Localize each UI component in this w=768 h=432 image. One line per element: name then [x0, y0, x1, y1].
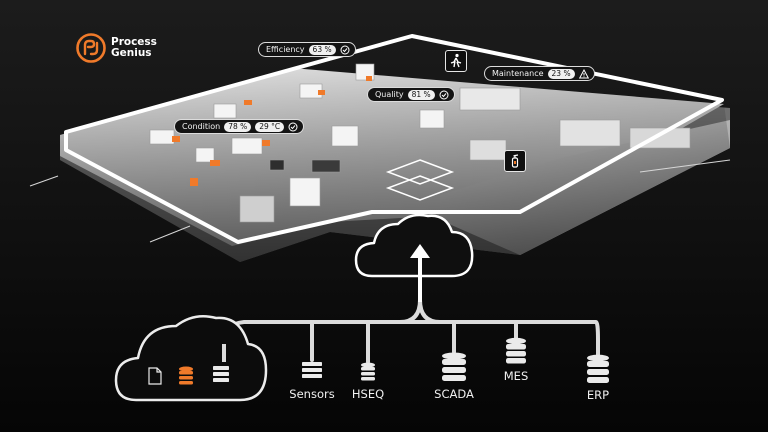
- condition-temperature: 29 °C: [255, 121, 285, 132]
- check-circle-icon: [340, 45, 350, 54]
- machine-dark-block: [269, 159, 285, 171]
- quality-label: Quality: [375, 90, 404, 99]
- brand-logo: Process Genius: [76, 33, 157, 63]
- erp-database-icon: [587, 354, 609, 383]
- check-circle-icon: [439, 90, 449, 99]
- flow-join-left: [398, 298, 422, 324]
- accent-part: [190, 178, 198, 186]
- efficiency-tag[interactable]: Efficiency 63 %: [258, 42, 356, 57]
- maintenance-label: Maintenance: [492, 69, 544, 78]
- dimension-arrow: [29, 175, 59, 187]
- brand-name-line1: Process: [111, 36, 157, 48]
- condition-label: Condition: [182, 122, 221, 131]
- dimension-arrow: [639, 159, 731, 173]
- source-label-sensors: Sensors: [289, 387, 335, 401]
- condition-value: 78 %: [224, 121, 252, 132]
- machine-dark-block: [311, 159, 341, 173]
- machine-block: [149, 129, 175, 145]
- machine-block: [559, 119, 621, 147]
- dimension-lines: [29, 159, 731, 243]
- layer-top: [385, 159, 455, 185]
- upload-layers-icon: [385, 159, 455, 201]
- source-label-erp: ERP: [586, 388, 610, 402]
- accent-part: [210, 160, 220, 166]
- cloud-lower-icon: [114, 315, 268, 402]
- zone-outline: [64, 34, 724, 244]
- machine-block: [331, 125, 359, 147]
- process-genius-logo-icon: [76, 33, 106, 63]
- quality-tag[interactable]: Quality 81 %: [367, 87, 455, 102]
- machine-block: [419, 109, 445, 129]
- flow-join-right: [418, 298, 442, 324]
- machine-block: [231, 137, 263, 155]
- maintenance-tag[interactable]: Maintenance 23 %: [484, 66, 595, 81]
- dimension-arrow: [149, 225, 191, 243]
- condition-tag[interactable]: Condition 78 % 29 °C: [174, 119, 305, 134]
- machine-block: [195, 147, 215, 163]
- document-icon: [148, 367, 162, 385]
- machine-block: [469, 139, 507, 161]
- hseq-database-icon: [361, 362, 375, 381]
- upload-arrow-icon: [410, 244, 430, 302]
- emergency-exit-icon[interactable]: [445, 50, 467, 72]
- source-label-mes: MES: [503, 369, 529, 383]
- accent-part: [244, 100, 252, 105]
- machine-block: [213, 103, 237, 119]
- database-icon: [179, 366, 193, 385]
- check-circle-icon: [288, 122, 298, 131]
- sensors-server-icon: [302, 362, 322, 378]
- machine-block: [289, 177, 321, 207]
- brand-name-line2: Genius: [111, 47, 152, 59]
- accent-part: [262, 140, 270, 146]
- machine-block: [239, 195, 275, 223]
- accent-part: [172, 136, 180, 142]
- quality-value: 81 %: [407, 89, 435, 100]
- warning-triangle-icon: [578, 68, 589, 78]
- efficiency-label: Efficiency: [266, 45, 305, 54]
- fire-extinguisher-icon[interactable]: [504, 150, 526, 172]
- accent-part: [318, 90, 325, 95]
- layer-bottom: [385, 175, 455, 201]
- mes-database-icon: [506, 337, 526, 364]
- source-label-hseq: HSEQ: [351, 387, 385, 401]
- cloud-upper-icon: [354, 213, 474, 278]
- accent-part: [366, 76, 372, 81]
- server-icon: [213, 366, 229, 382]
- machine-block: [459, 87, 521, 111]
- accent-machines: [172, 76, 372, 186]
- flow-bus: [222, 320, 600, 362]
- maintenance-value: 23 %: [547, 68, 575, 79]
- source-label-scada: SCADA: [434, 387, 474, 401]
- scada-database-icon: [442, 352, 466, 381]
- efficiency-value: 63 %: [308, 44, 336, 55]
